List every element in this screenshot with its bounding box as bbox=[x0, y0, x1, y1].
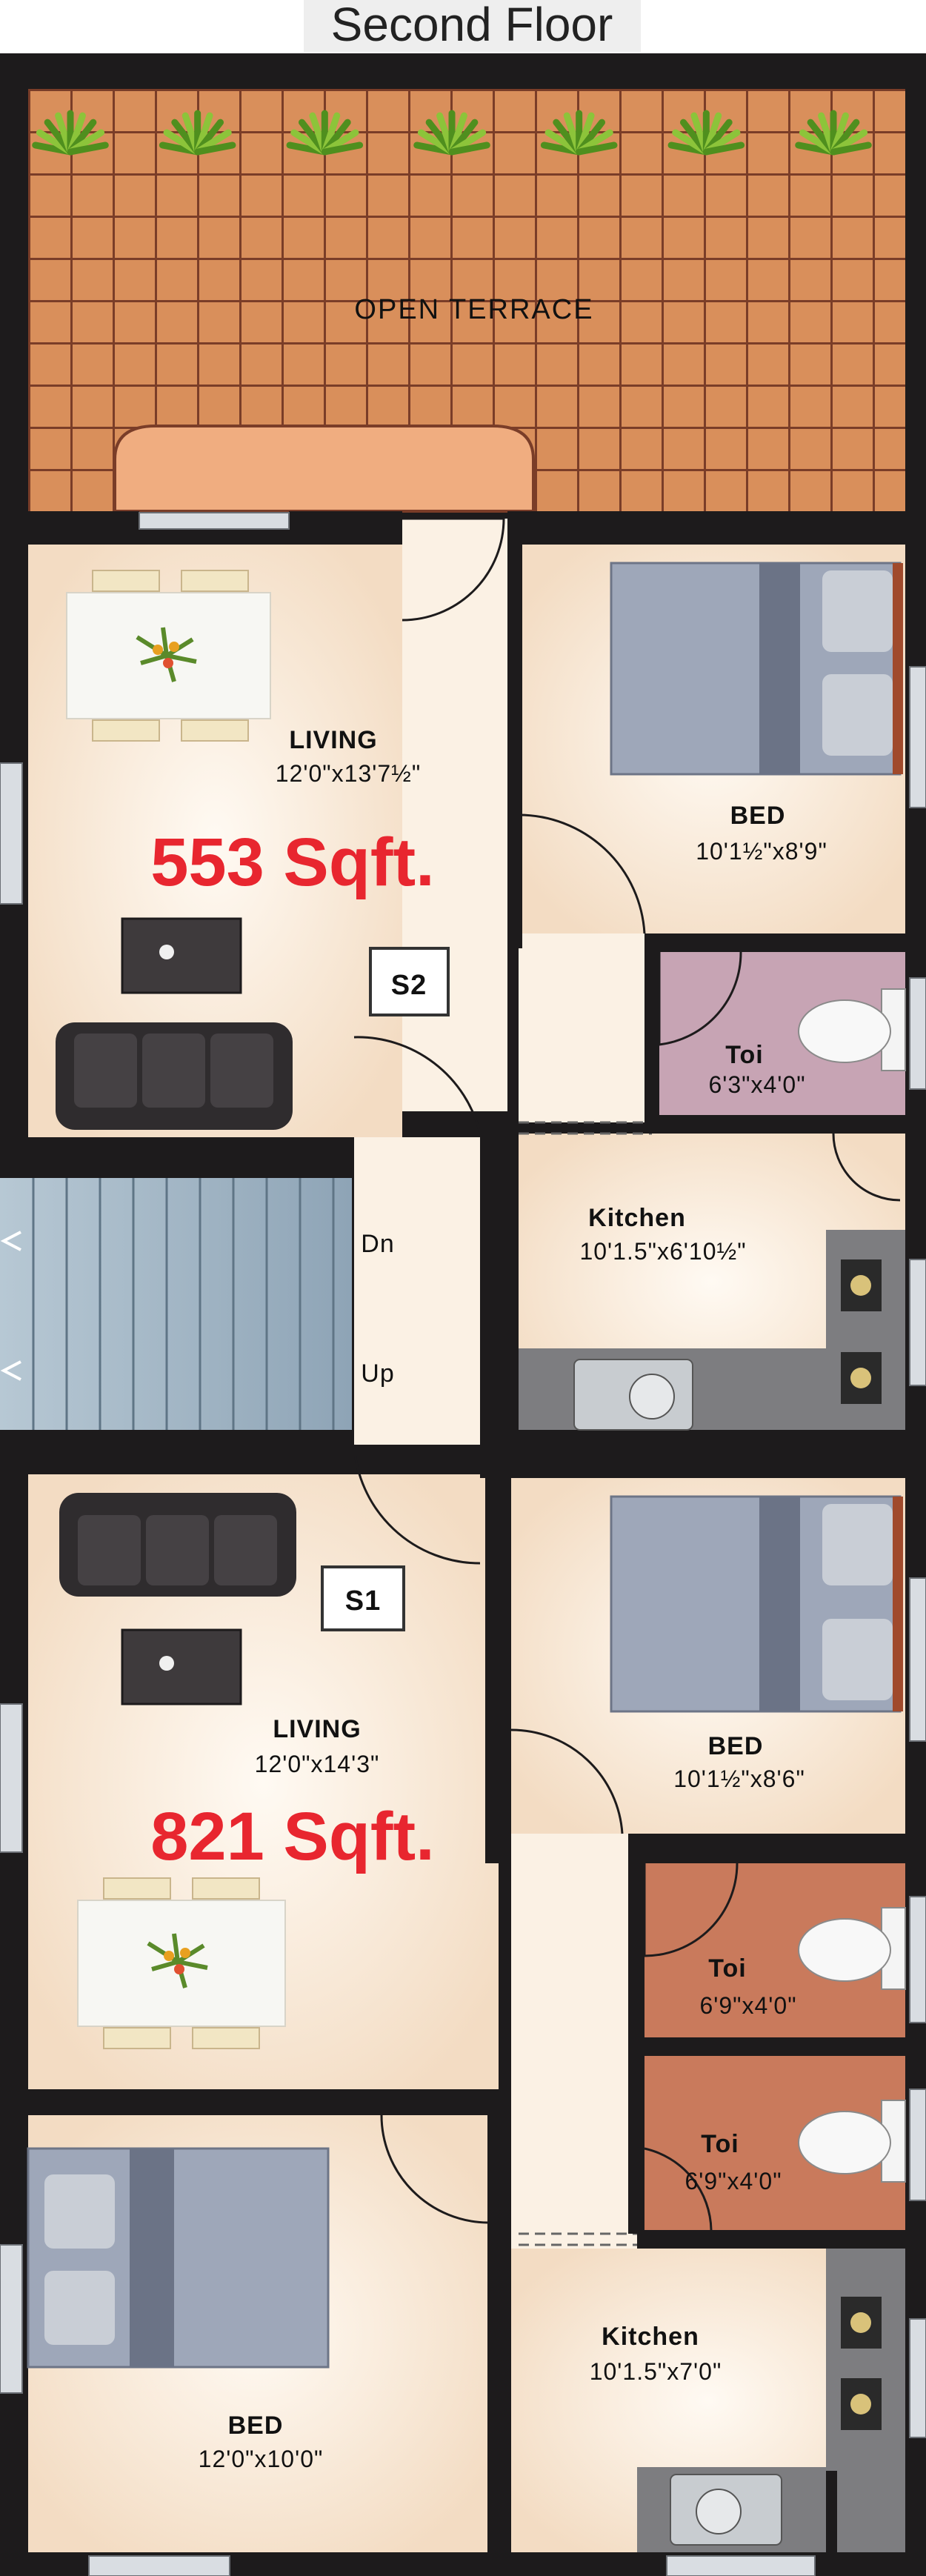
plant-icon bbox=[540, 110, 618, 156]
s1-bed-upper-dims: 10'1½"x8'6" bbox=[673, 1765, 805, 1792]
plant-row bbox=[32, 110, 872, 156]
plant-icon bbox=[159, 110, 236, 156]
unit-tag-s2-text: S2 bbox=[391, 970, 427, 1001]
s2-dining-chair bbox=[92, 719, 160, 742]
s2-kitchen-dims: 10'1.5"x6'10½" bbox=[579, 1238, 746, 1265]
s2-bed-dims: 10'1½"x8'9" bbox=[696, 838, 827, 865]
s2-kitchen-label: Kitchen bbox=[588, 1204, 686, 1232]
page-title: Second Floor bbox=[331, 0, 613, 51]
s1-kitchen-label: Kitchen bbox=[602, 2323, 699, 2351]
s1-toilet-2-label: Toi bbox=[701, 2130, 739, 2158]
s1-dining-chair bbox=[103, 1877, 171, 1900]
unit-tag-s1 bbox=[321, 1565, 405, 1631]
unit-tag-s1-text: S1 bbox=[345, 1585, 381, 1617]
s1-toilet-1-label: Toi bbox=[708, 1954, 746, 1983]
cup bbox=[159, 945, 174, 959]
s1-coffee-table bbox=[121, 1628, 242, 1705]
plant-icon bbox=[413, 110, 490, 156]
s1-hall-floor bbox=[511, 1834, 637, 2249]
s1-toilet-2-icon bbox=[798, 2100, 906, 2183]
stair-treads bbox=[0, 1178, 335, 1430]
s2-kitchen-sink-icon bbox=[573, 1359, 693, 1431]
s2-living-label: LIVING bbox=[289, 726, 377, 754]
s2-hall-floor bbox=[519, 933, 652, 1122]
stair-arrow-icon bbox=[0, 1231, 21, 1251]
s2-dining-chair bbox=[92, 570, 160, 592]
s2-toilet-dims: 6'3"x4'0" bbox=[708, 1071, 805, 1098]
s1-bed-lower-dims: 12'0"x10'0" bbox=[199, 2446, 324, 2472]
s2-living-dims: 12'0"x13'7½" bbox=[276, 760, 421, 787]
s1-kitchen-dims: 10'1.5"x7'0" bbox=[590, 2358, 722, 2385]
s2-toilet-label: Toi bbox=[725, 1041, 763, 1069]
s1-toilet-1-icon bbox=[798, 1907, 906, 1990]
s2-dining-chair bbox=[181, 719, 249, 742]
flower-vase-icon bbox=[136, 627, 197, 682]
door-swings bbox=[353, 517, 901, 2231]
flower-vase-icon bbox=[147, 1933, 208, 1988]
s1-toilet-2-dims: 6'9"x4'0" bbox=[684, 2168, 782, 2194]
s1-area: 821 Sqft. bbox=[150, 1799, 434, 1874]
stair-up-label: Up bbox=[361, 1359, 394, 1388]
s2-toilet-icon bbox=[798, 988, 906, 1071]
s2-dining-chair bbox=[181, 570, 249, 592]
title-backdrop bbox=[304, 0, 641, 52]
s2-bed-label: BED bbox=[730, 802, 786, 830]
furniture bbox=[27, 562, 906, 2546]
s1-dining-chair bbox=[192, 1877, 260, 1900]
s1-dining-chair bbox=[192, 2027, 260, 2049]
windows bbox=[0, 512, 926, 2576]
stair-arrow-icon bbox=[0, 1360, 21, 1381]
stair-down-label: Dn bbox=[361, 1230, 394, 1258]
interior-walls bbox=[0, 511, 905, 2552]
terrace-label: OPEN TERRACE bbox=[354, 294, 593, 325]
terrace-balcony-arc bbox=[113, 425, 535, 513]
s1-toilet-1-dims: 6'9"x4'0" bbox=[699, 1992, 796, 2019]
s2-area: 553 Sqft. bbox=[150, 825, 434, 900]
plant-icon bbox=[667, 110, 745, 156]
openings bbox=[519, 1121, 652, 2246]
s2-foyer-floor bbox=[402, 519, 507, 1111]
unit-tag-s2 bbox=[369, 947, 450, 1016]
plant-icon bbox=[32, 110, 109, 156]
s1-bed-upper-label: BED bbox=[708, 1732, 764, 1760]
s1-dining-chair bbox=[103, 2027, 171, 2049]
s1-kitchen-counter-side bbox=[826, 2249, 905, 2471]
plant-icon bbox=[795, 110, 872, 156]
plant-icon bbox=[286, 110, 364, 156]
staircase bbox=[0, 1178, 352, 1430]
s2-stove-icon bbox=[841, 1259, 882, 1404]
s1-living-dims: 12'0"x14'3" bbox=[255, 1751, 380, 1777]
s1-stove-icon bbox=[841, 2297, 882, 2430]
s2-coffee-table bbox=[121, 917, 242, 994]
landing-floor bbox=[354, 1137, 480, 1445]
s1-living-label: LIVING bbox=[273, 1715, 361, 1743]
s1-kitchen-sink-icon bbox=[670, 2474, 782, 2546]
s1-bed-lower-label: BED bbox=[228, 2412, 284, 2440]
